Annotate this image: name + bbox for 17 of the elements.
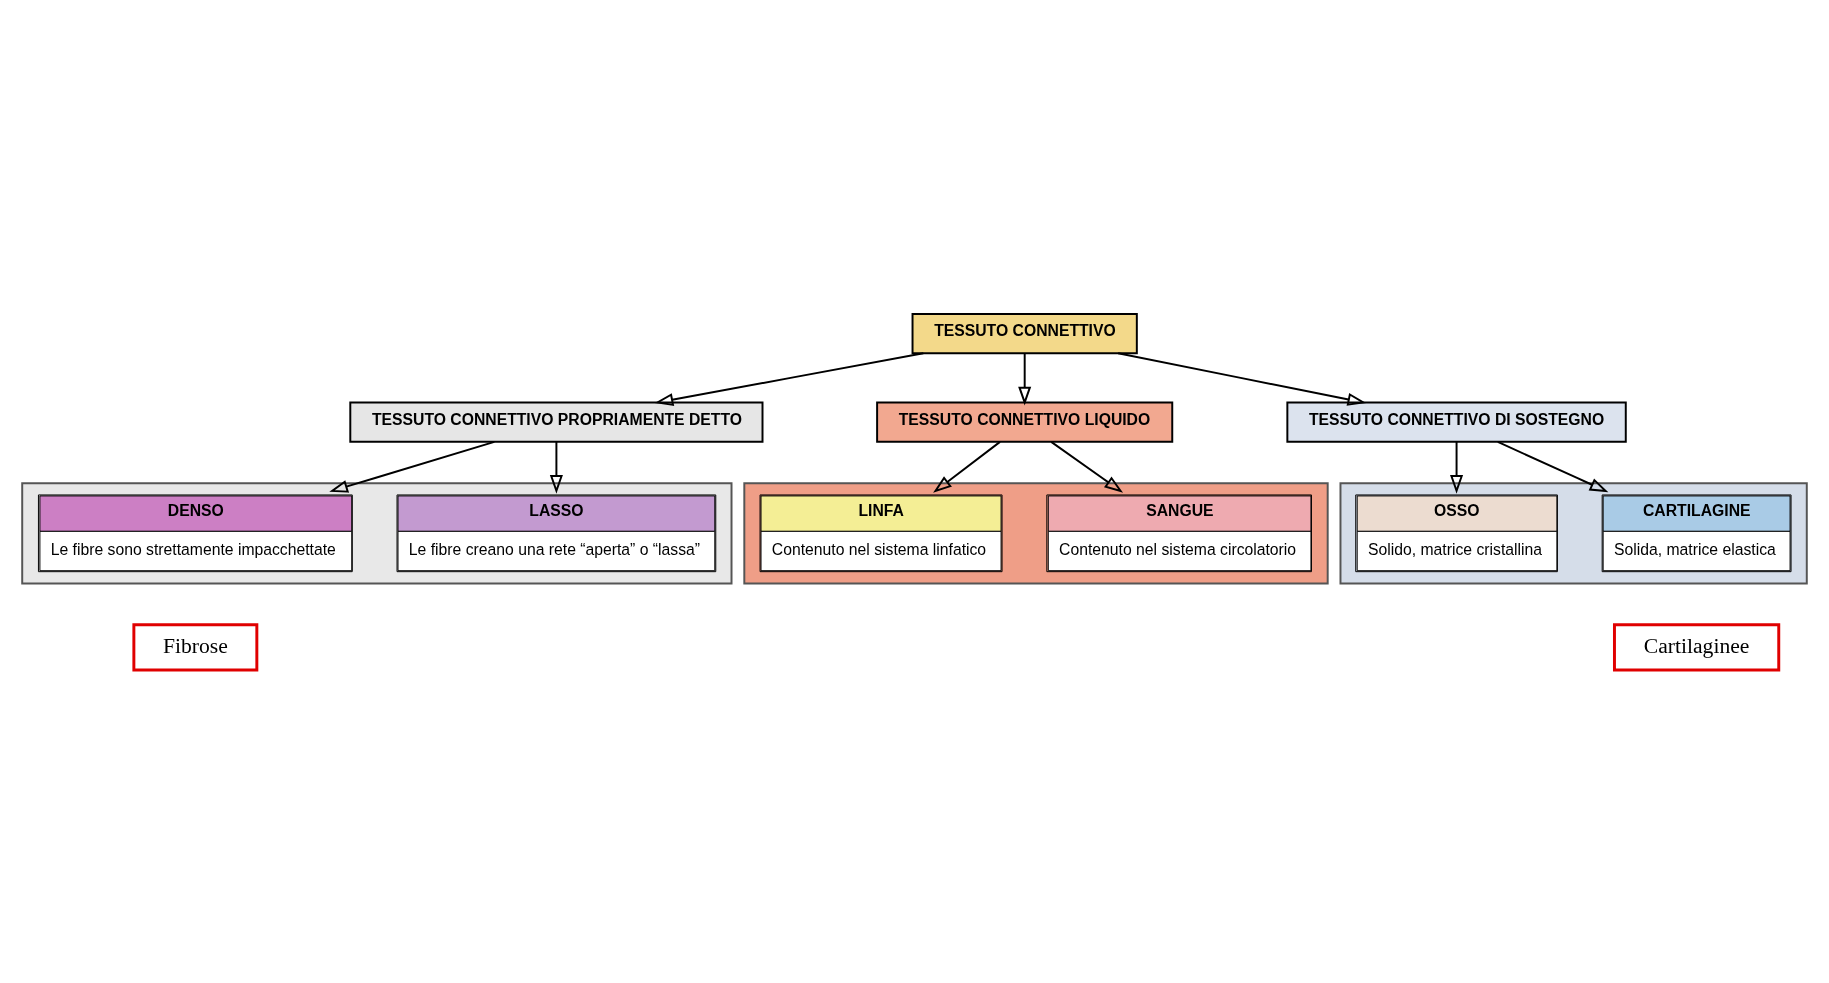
arrow bbox=[654, 351, 925, 406]
cluster bbox=[1339, 481, 1808, 584]
arrow bbox=[1496, 440, 1609, 492]
node-box: Cartilaginee bbox=[1613, 622, 1781, 672]
arrow bbox=[933, 440, 1001, 493]
node-box: TESSUTO CONNETTIVO PROPRIAMENTE DETTO bbox=[349, 401, 764, 443]
node-box: TESSUTO CONNETTIVO bbox=[911, 312, 1138, 354]
arrow bbox=[1117, 351, 1367, 406]
node-box: TESSUTO CONNETTIVO LIQUIDO bbox=[876, 401, 1174, 443]
arrow bbox=[329, 440, 496, 493]
arrow bbox=[1450, 440, 1464, 494]
node-box: TESSUTO CONNETTIVO DI SOSTEGNO bbox=[1286, 401, 1627, 443]
cluster bbox=[743, 481, 1329, 584]
node-box: Fibrose bbox=[132, 622, 259, 672]
arrow bbox=[1018, 351, 1032, 405]
arrow bbox=[1050, 440, 1124, 493]
arrow bbox=[549, 440, 563, 494]
